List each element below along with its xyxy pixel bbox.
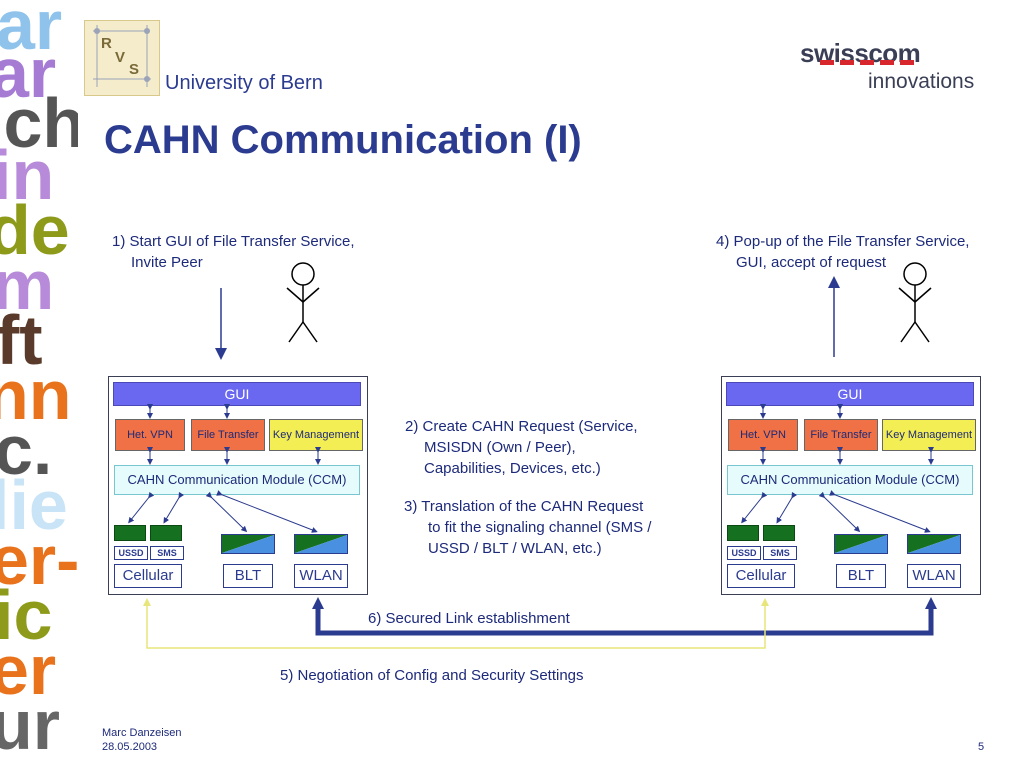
ussd-green-block bbox=[114, 525, 146, 541]
strip-word: lie bbox=[0, 466, 68, 544]
gui-box: GUI bbox=[113, 382, 361, 406]
het-vpn-module: Het. VPN bbox=[728, 419, 798, 451]
step-3-line-2: to fit the signaling channel (SMS / bbox=[428, 519, 652, 536]
logo-letter: V bbox=[115, 49, 126, 66]
logo-bar bbox=[880, 60, 894, 65]
blt-label: BLT bbox=[836, 564, 886, 588]
key-management-module: Key Management bbox=[269, 419, 363, 451]
gui-box: GUI bbox=[726, 382, 974, 406]
step-2-line-3: Capabilities, Devices, etc.) bbox=[424, 460, 601, 477]
step-2-line-2: MSISDN (Own / Peer), bbox=[424, 439, 576, 456]
logo-letter: R bbox=[101, 35, 112, 52]
wlan-label: WLAN bbox=[907, 564, 961, 588]
sms-label: SMS bbox=[763, 546, 797, 560]
user-figure-right bbox=[898, 262, 932, 343]
step-3-line-1: 3) Translation of the CAHN Request bbox=[404, 498, 644, 515]
footer-date: 28.05.2003 bbox=[102, 741, 158, 753]
university-name: University of Bern bbox=[165, 72, 323, 94]
blt-channel-block bbox=[221, 534, 275, 554]
strip-word: ar bbox=[0, 34, 57, 112]
strip-word: ich bbox=[0, 84, 78, 162]
strip-word: ic bbox=[0, 576, 53, 654]
ccm-module: CAHN Communication Module (CCM) bbox=[114, 465, 360, 495]
sms-green-block bbox=[150, 525, 182, 541]
ussd-green-block bbox=[727, 525, 759, 541]
step-2-line-1: 2) Create CAHN Request (Service, bbox=[405, 418, 638, 435]
user-figure-left bbox=[286, 262, 320, 343]
ussd-label: USSD bbox=[727, 546, 761, 560]
university-logo: R V S bbox=[84, 20, 160, 96]
cellular-label: Cellular bbox=[114, 564, 182, 588]
logo-bar bbox=[860, 60, 874, 65]
strip-word: er- bbox=[0, 521, 78, 599]
file-transfer-module: File Transfer bbox=[804, 419, 878, 451]
step-1-line-2: Invite Peer bbox=[131, 254, 203, 271]
key-management-module: Key Management bbox=[882, 419, 976, 451]
step-1-line-1: 1) Start GUI of File Transfer Service, bbox=[112, 233, 355, 250]
step-4-line-2: GUI, accept of request bbox=[736, 254, 887, 271]
wlan-channel-block bbox=[294, 534, 348, 554]
footer-author: Marc Danzeisen bbox=[102, 727, 182, 739]
logo-bar bbox=[840, 60, 854, 65]
page-number: 5 bbox=[978, 741, 985, 753]
logo-bar bbox=[900, 60, 914, 65]
het-vpn-module: Het. VPN bbox=[115, 419, 185, 451]
strip-word: m bbox=[0, 246, 55, 324]
strip-word: ft bbox=[0, 301, 43, 379]
page-title: CAHN Communication (I) bbox=[104, 118, 582, 162]
strip-word: ar bbox=[0, 0, 63, 64]
strip-word: ur bbox=[0, 686, 60, 764]
step-5-label: 5) Negotiation of Config and Security Se… bbox=[280, 667, 584, 684]
step-3-line-3: USSD / BLT / WLAN, etc.) bbox=[428, 540, 602, 557]
strip-word: c. bbox=[0, 411, 53, 489]
device-left: GUI Het. VPN File Transfer Key Managemen… bbox=[108, 376, 368, 595]
blt-channel-block bbox=[834, 534, 888, 554]
strip-word: in bbox=[0, 136, 55, 214]
wlan-channel-block bbox=[907, 534, 961, 554]
strip-word: er bbox=[0, 631, 57, 709]
wlan-label: WLAN bbox=[294, 564, 348, 588]
sms-green-block bbox=[763, 525, 795, 541]
device-right: GUI Het. VPN File Transfer Key Managemen… bbox=[721, 376, 981, 595]
file-transfer-module: File Transfer bbox=[191, 419, 265, 451]
ccm-module: CAHN Communication Module (CCM) bbox=[727, 465, 973, 495]
step-6-label: 6) Secured Link establishment bbox=[368, 610, 570, 627]
blt-label: BLT bbox=[223, 564, 273, 588]
strip-word: de bbox=[0, 191, 70, 269]
sms-label: SMS bbox=[150, 546, 184, 560]
logo-letter: S bbox=[129, 61, 140, 78]
company-subtitle: innovations bbox=[868, 70, 975, 93]
ussd-label: USSD bbox=[114, 546, 148, 560]
logo-bar bbox=[820, 60, 834, 65]
strip-word: nn bbox=[0, 356, 72, 434]
decorative-letter-strip: ar ar ich in de m ft nn c. lie er- ic er… bbox=[0, 0, 78, 768]
cellular-label: Cellular bbox=[727, 564, 795, 588]
step-4-line-1: 4) Pop-up of the File Transfer Service, bbox=[716, 233, 970, 250]
